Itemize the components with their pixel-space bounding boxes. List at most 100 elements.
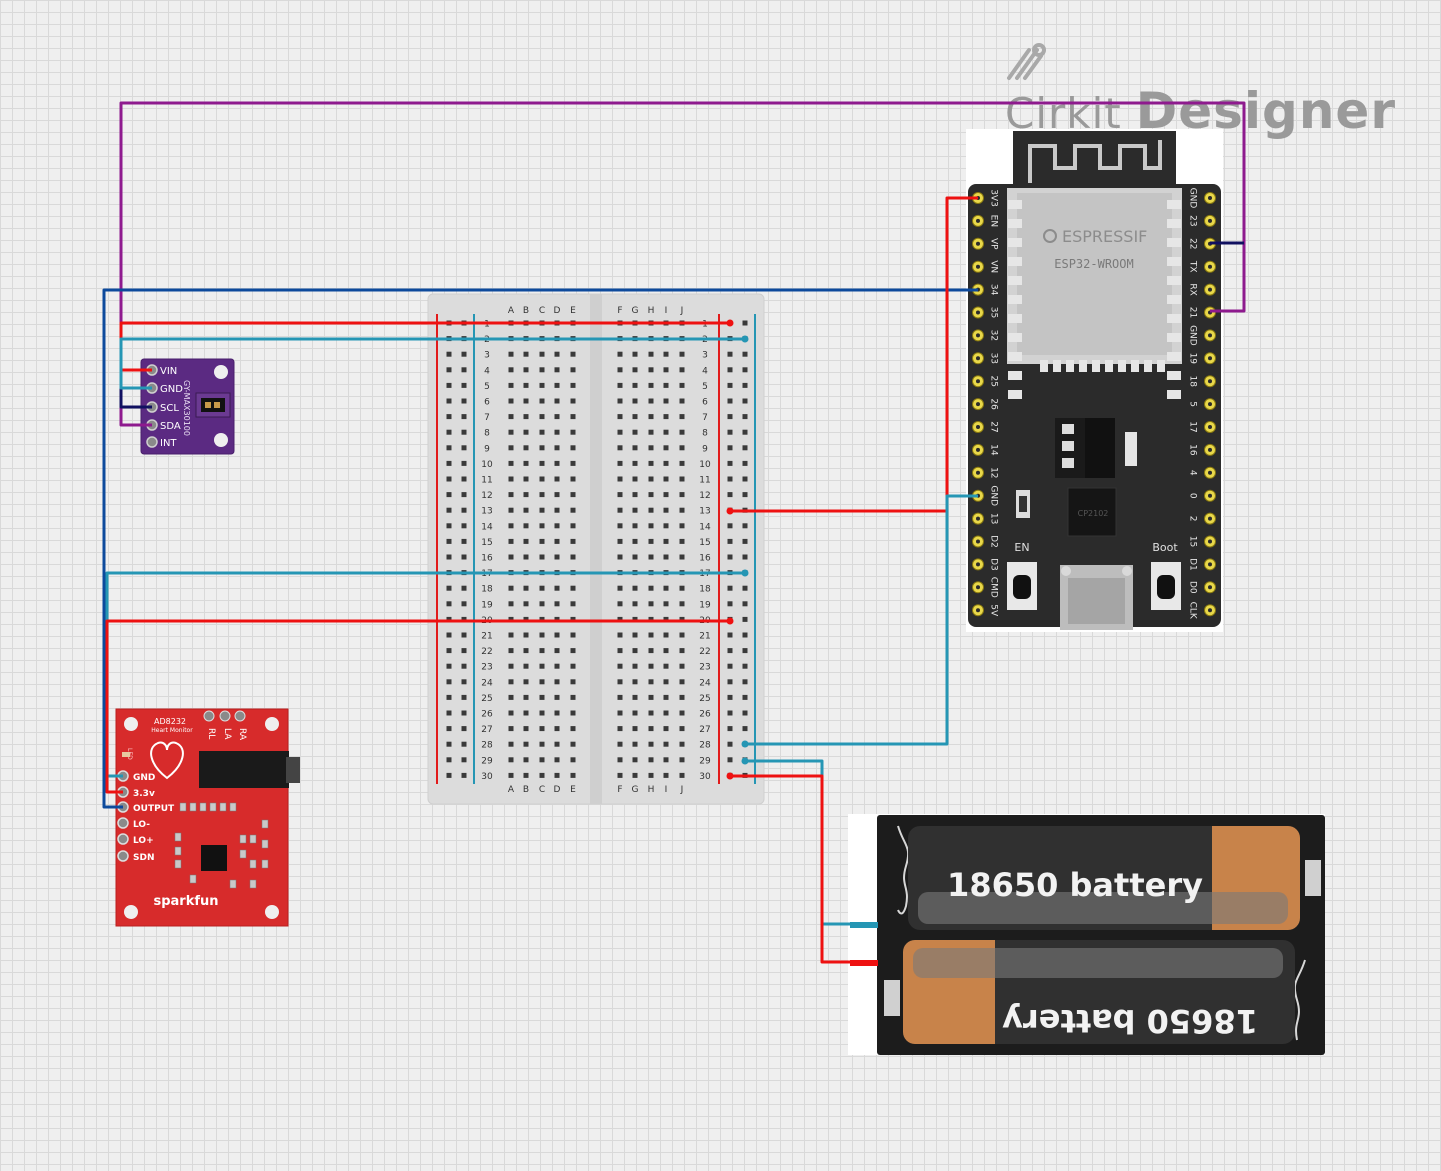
col-label-top: D bbox=[554, 306, 561, 316]
breadboard-hole bbox=[523, 694, 529, 700]
breadboard-hole bbox=[648, 616, 654, 622]
rail-hole bbox=[727, 726, 733, 732]
row-label-right: 6 bbox=[702, 398, 708, 408]
breadboard-hole bbox=[663, 648, 669, 654]
esp-pin-label-left: 14 bbox=[989, 444, 999, 456]
esp-pin-hole bbox=[1208, 585, 1212, 590]
breadboard-hole bbox=[679, 679, 685, 685]
rail-hole bbox=[742, 710, 748, 716]
rail-hole bbox=[461, 585, 467, 591]
ecg-pin-lo[interactable] bbox=[117, 833, 129, 845]
breadboard-hole bbox=[523, 772, 529, 778]
esp-pin-label-left: VP bbox=[989, 238, 999, 250]
breadboard-hole bbox=[632, 538, 638, 544]
breadboard-hole bbox=[539, 741, 545, 747]
rail-hole bbox=[461, 648, 467, 654]
rail-hole bbox=[446, 772, 452, 778]
max-model-label: GY-MAX30100 bbox=[182, 380, 191, 436]
ecg-top-pin-la[interactable] bbox=[219, 710, 231, 722]
wroom-castellation bbox=[1008, 314, 1022, 323]
rail-hole bbox=[446, 476, 452, 482]
breadboard-hole bbox=[539, 679, 545, 685]
breadboard-hole bbox=[508, 757, 514, 763]
breadboard-hole bbox=[570, 554, 576, 560]
esp-pin-label-left: 26 bbox=[989, 398, 999, 410]
breadboard-hole bbox=[539, 476, 545, 482]
breadboard-hole bbox=[554, 663, 560, 669]
ecg-top-pin-rl[interactable] bbox=[203, 710, 215, 722]
row-label-left: 8 bbox=[484, 429, 490, 439]
breadboard-hole bbox=[679, 445, 685, 451]
esp-pin-hole bbox=[1208, 402, 1212, 407]
max-pin-int[interactable] bbox=[146, 436, 158, 448]
ecg-pin-lo[interactable] bbox=[117, 817, 129, 829]
smd-component bbox=[261, 839, 269, 849]
breadboard-hole bbox=[523, 523, 529, 529]
boot-button-cap bbox=[1157, 575, 1175, 599]
breadboard-hole bbox=[570, 772, 576, 778]
breadboard-hole bbox=[554, 679, 560, 685]
row-label-right: 10 bbox=[699, 460, 711, 470]
breadboard-hole bbox=[554, 648, 560, 654]
breadboard-hole bbox=[554, 429, 560, 435]
rail-hole bbox=[446, 460, 452, 466]
battery-bottom-label: 18650 battery bbox=[1002, 1002, 1258, 1040]
breadboard-hole bbox=[508, 554, 514, 560]
rail-hole bbox=[742, 414, 748, 420]
row-label-right: 18 bbox=[699, 585, 711, 595]
col-label-top: I bbox=[665, 306, 668, 316]
row-label-left: 9 bbox=[484, 444, 490, 454]
breadboard-hole bbox=[663, 585, 669, 591]
rail-hole bbox=[742, 726, 748, 732]
rail-hole bbox=[446, 382, 452, 388]
breadboard-hole bbox=[648, 382, 654, 388]
rail-hole bbox=[461, 414, 467, 420]
ecg-top-pin-ra[interactable] bbox=[234, 710, 246, 722]
ecg-pin-sdn[interactable] bbox=[117, 850, 129, 862]
col-label-bottom: A bbox=[508, 785, 515, 795]
rail-hole bbox=[742, 492, 748, 498]
rail-hole bbox=[446, 648, 452, 654]
col-label-top: C bbox=[539, 306, 545, 316]
esp-pin-hole bbox=[1208, 379, 1212, 384]
breadboard-hole bbox=[648, 398, 654, 404]
col-label-bottom: D bbox=[554, 785, 561, 795]
rail-hole bbox=[461, 367, 467, 373]
breadboard-hole bbox=[648, 351, 654, 357]
breadboard-hole bbox=[632, 507, 638, 513]
en-button-cap bbox=[1013, 575, 1031, 599]
esp-pin-label-right: 15 bbox=[1188, 536, 1198, 547]
esp-pin-hole bbox=[1208, 333, 1212, 338]
breadboard-hole bbox=[648, 694, 654, 700]
wroom-castellation bbox=[1008, 238, 1022, 247]
breadboard-hole bbox=[648, 726, 654, 732]
breadboard-hole bbox=[523, 632, 529, 638]
breadboard-hole bbox=[508, 632, 514, 638]
rail-hole bbox=[446, 663, 452, 669]
rail-hole bbox=[461, 632, 467, 638]
breadboard-hole bbox=[663, 414, 669, 420]
breadboard-hole bbox=[648, 648, 654, 654]
breadboard-hole bbox=[539, 492, 545, 498]
antenna-trace bbox=[1028, 140, 1162, 183]
breadboard-hole bbox=[648, 492, 654, 498]
row-label-right: 14 bbox=[699, 522, 711, 532]
esp-pin-hole bbox=[1208, 287, 1212, 292]
rail-hole bbox=[446, 351, 452, 357]
breadboard-hole bbox=[539, 601, 545, 607]
breadboard-hole bbox=[648, 679, 654, 685]
breadboard-hole bbox=[523, 601, 529, 607]
breadboard-hole bbox=[679, 648, 685, 654]
wire-endpoint bbox=[741, 569, 749, 577]
breadboard-hole bbox=[632, 492, 638, 498]
rail-hole bbox=[461, 694, 467, 700]
breadboard-hole bbox=[663, 694, 669, 700]
breadboard-hole bbox=[523, 538, 529, 544]
breadboard-hole bbox=[554, 523, 560, 529]
breadboard-hole bbox=[539, 648, 545, 654]
rail-hole bbox=[742, 398, 748, 404]
breadboard-hole bbox=[632, 445, 638, 451]
rail-hole bbox=[727, 460, 733, 466]
battery-holder-2x18650: 18650 battery 18650 battery bbox=[848, 814, 1325, 1055]
